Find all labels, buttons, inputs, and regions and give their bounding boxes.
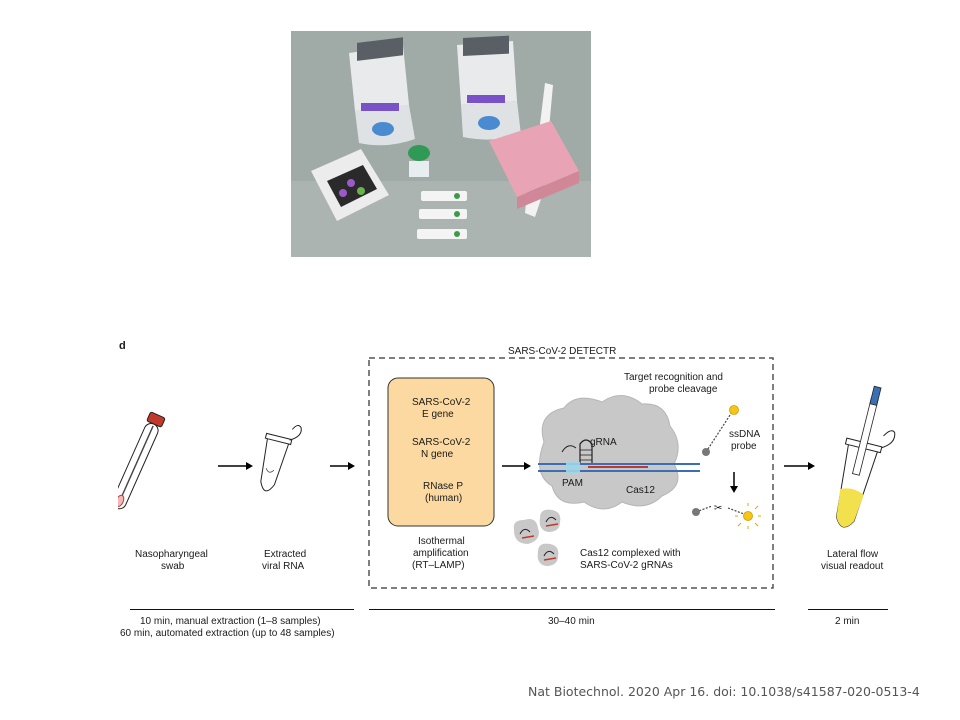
timeline-extraction-line xyxy=(130,609,354,610)
lateral-flow-strips xyxy=(417,191,467,239)
rna-tube-icon xyxy=(260,424,302,492)
rna-label-line2: viral RNA xyxy=(262,561,305,572)
target-3-line2: (human) xyxy=(425,493,463,504)
grna-icon xyxy=(561,439,593,464)
cas12-protein-icon xyxy=(539,395,679,510)
timeline-readout-line xyxy=(808,609,888,610)
heat-block-right xyxy=(457,35,521,140)
probe-cleavage-arrow xyxy=(730,472,738,493)
tip-rack xyxy=(489,121,579,209)
target-dna-icon xyxy=(538,462,700,473)
reagent-tube xyxy=(408,145,430,177)
detectr-box-title: SARS-CoV-2 DETECTR xyxy=(508,346,617,357)
lateral-flow-tube-icon xyxy=(835,385,896,528)
diagram-graphics: ✂ xyxy=(118,357,896,589)
swab-label-line2: swab xyxy=(161,561,185,572)
probe-label-line2: probe xyxy=(731,441,757,452)
amplification-line2: amplification xyxy=(413,548,469,559)
detectr-workflow-diagram: d xyxy=(118,340,908,640)
cleaved-probe-icon: ✂ xyxy=(692,503,761,529)
target-3-line1: RNase P xyxy=(423,481,464,492)
amplification-line3: (RT–LAMP) xyxy=(412,560,465,571)
amplification-box xyxy=(387,377,495,527)
pam-label: PAM xyxy=(562,478,583,489)
swab-tube-icon xyxy=(118,411,166,510)
timeline-detection: 30–40 min xyxy=(548,616,595,627)
swab-label-line1: Nasopharyngeal xyxy=(135,549,208,560)
test-strip-box xyxy=(311,149,389,221)
timeline-extraction-line2: 60 min, automated extraction (up to 48 s… xyxy=(120,628,335,639)
grna-label: gRNA xyxy=(590,437,617,448)
complex-label-line1: Cas12 complexed with xyxy=(580,548,681,559)
readout-label-line2: visual readout xyxy=(821,561,884,572)
recognition-line1: Target recognition and xyxy=(624,372,723,383)
citation: Nat Biotechnol. 2020 Apr 16. doi: 10.103… xyxy=(528,684,920,699)
svg-text:✂: ✂ xyxy=(714,503,722,514)
arrow-2 xyxy=(330,462,355,470)
target-1-line1: SARS-CoV-2 xyxy=(412,397,471,408)
recognition-line2: probe cleavage xyxy=(649,384,718,395)
target-2-line1: SARS-CoV-2 xyxy=(412,437,471,448)
arrow-4 xyxy=(784,462,815,470)
detectr-dashed-box xyxy=(368,357,774,589)
product-photo xyxy=(291,31,591,257)
probe-label-line1: ssDNA xyxy=(729,429,761,440)
ssdna-probe-icon xyxy=(702,405,739,456)
arrow-1 xyxy=(218,462,253,470)
readout-label-line1: Lateral flow xyxy=(827,549,879,560)
target-2-line2: N gene xyxy=(421,449,454,460)
amplification-line1: Isothermal xyxy=(418,536,465,547)
cas12-complex-icons xyxy=(513,509,561,566)
arrow-3 xyxy=(502,462,531,470)
rna-label-line1: Extracted xyxy=(264,549,307,560)
timeline-extraction-line1: 10 min, manual extraction (1–8 samples) xyxy=(140,616,321,627)
heat-block-left xyxy=(349,37,415,146)
target-1-line2: E gene xyxy=(422,409,454,420)
timeline-readout: 2 min xyxy=(835,616,860,627)
cas12-label: Cas12 xyxy=(626,485,655,496)
panel-letter: d xyxy=(119,340,126,352)
complex-label-line2: SARS-CoV-2 gRNAs xyxy=(580,560,673,571)
timeline-detection-line xyxy=(369,609,775,610)
